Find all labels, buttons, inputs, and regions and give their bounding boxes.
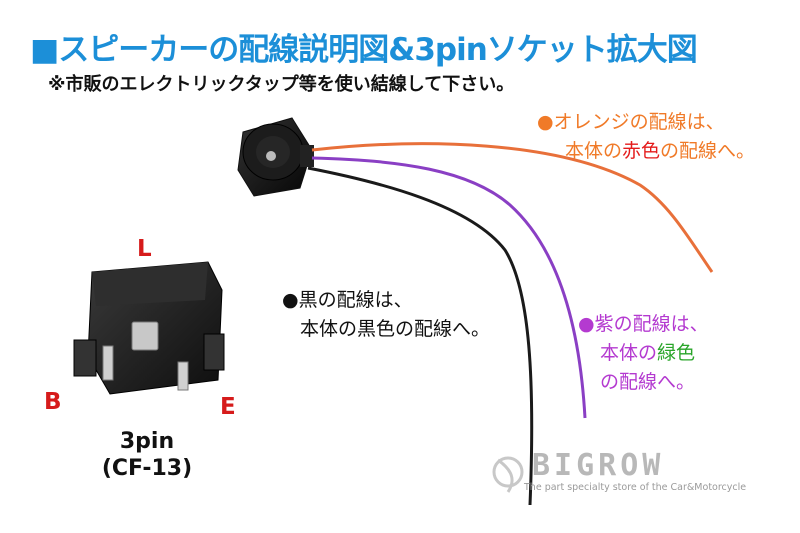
purple-note-color: 緑色 — [657, 342, 696, 364]
orange-wire-note: ●オレンジの配線は、 本体の赤色の配線へ。 — [537, 108, 755, 166]
pin-label-l: L — [137, 236, 152, 262]
black-wire — [307, 166, 534, 506]
purple-note-prefix: 本体の — [600, 342, 658, 364]
purple-wire-note: ●紫の配線は、 本体の緑色 の配線へ。 — [578, 310, 709, 397]
socket-label-line2: (CF-13) — [101, 456, 193, 481]
instruction-note: ※市販のエレクトリックタップ等を使い結線して下さい。 — [48, 74, 515, 95]
orange-wire — [311, 142, 714, 273]
purple-note-line2: 本体の緑色 — [578, 339, 709, 368]
purple-note-line3: の配線へ。 — [600, 371, 696, 393]
orange-note-line2: 本体の赤色の配線へ。 — [537, 137, 755, 166]
page-title: ■スピーカーの配線説明図&3pinソケット拡大図 — [30, 32, 698, 68]
black-note-line2: 本体の黒色の配線へ。 — [300, 318, 491, 340]
black-note-line1: ●黒の配線は、 — [282, 289, 413, 311]
brand-logo-mark — [492, 456, 524, 493]
purple-wire — [311, 156, 587, 419]
orange-note-line1: ●オレンジの配線は、 — [537, 111, 725, 133]
orange-note-color: 赤色 — [622, 140, 661, 162]
purple-note-line1: ●紫の配線は、 — [578, 313, 709, 335]
orange-note-prefix: 本体の — [565, 140, 623, 162]
black-wire-note: ●黒の配線は、 本体の黒色の配線へ。 — [282, 286, 490, 344]
brand-tagline: The part specialty store of the Car&Moto… — [524, 482, 747, 493]
pin-label-e: E — [220, 394, 236, 420]
socket-model-label: 3pin (CF-13) — [92, 428, 202, 482]
socket-label-line1: 3pin — [119, 429, 175, 454]
pin-label-b: B — [44, 389, 62, 415]
brand-logo: BIGROW The part specialty store of the C… — [490, 446, 768, 506]
orange-note-suffix: の配線へ。 — [660, 140, 756, 162]
socket-icon — [73, 261, 225, 395]
speaker-icon — [237, 117, 314, 197]
brand-name: BIGROW — [532, 448, 665, 483]
